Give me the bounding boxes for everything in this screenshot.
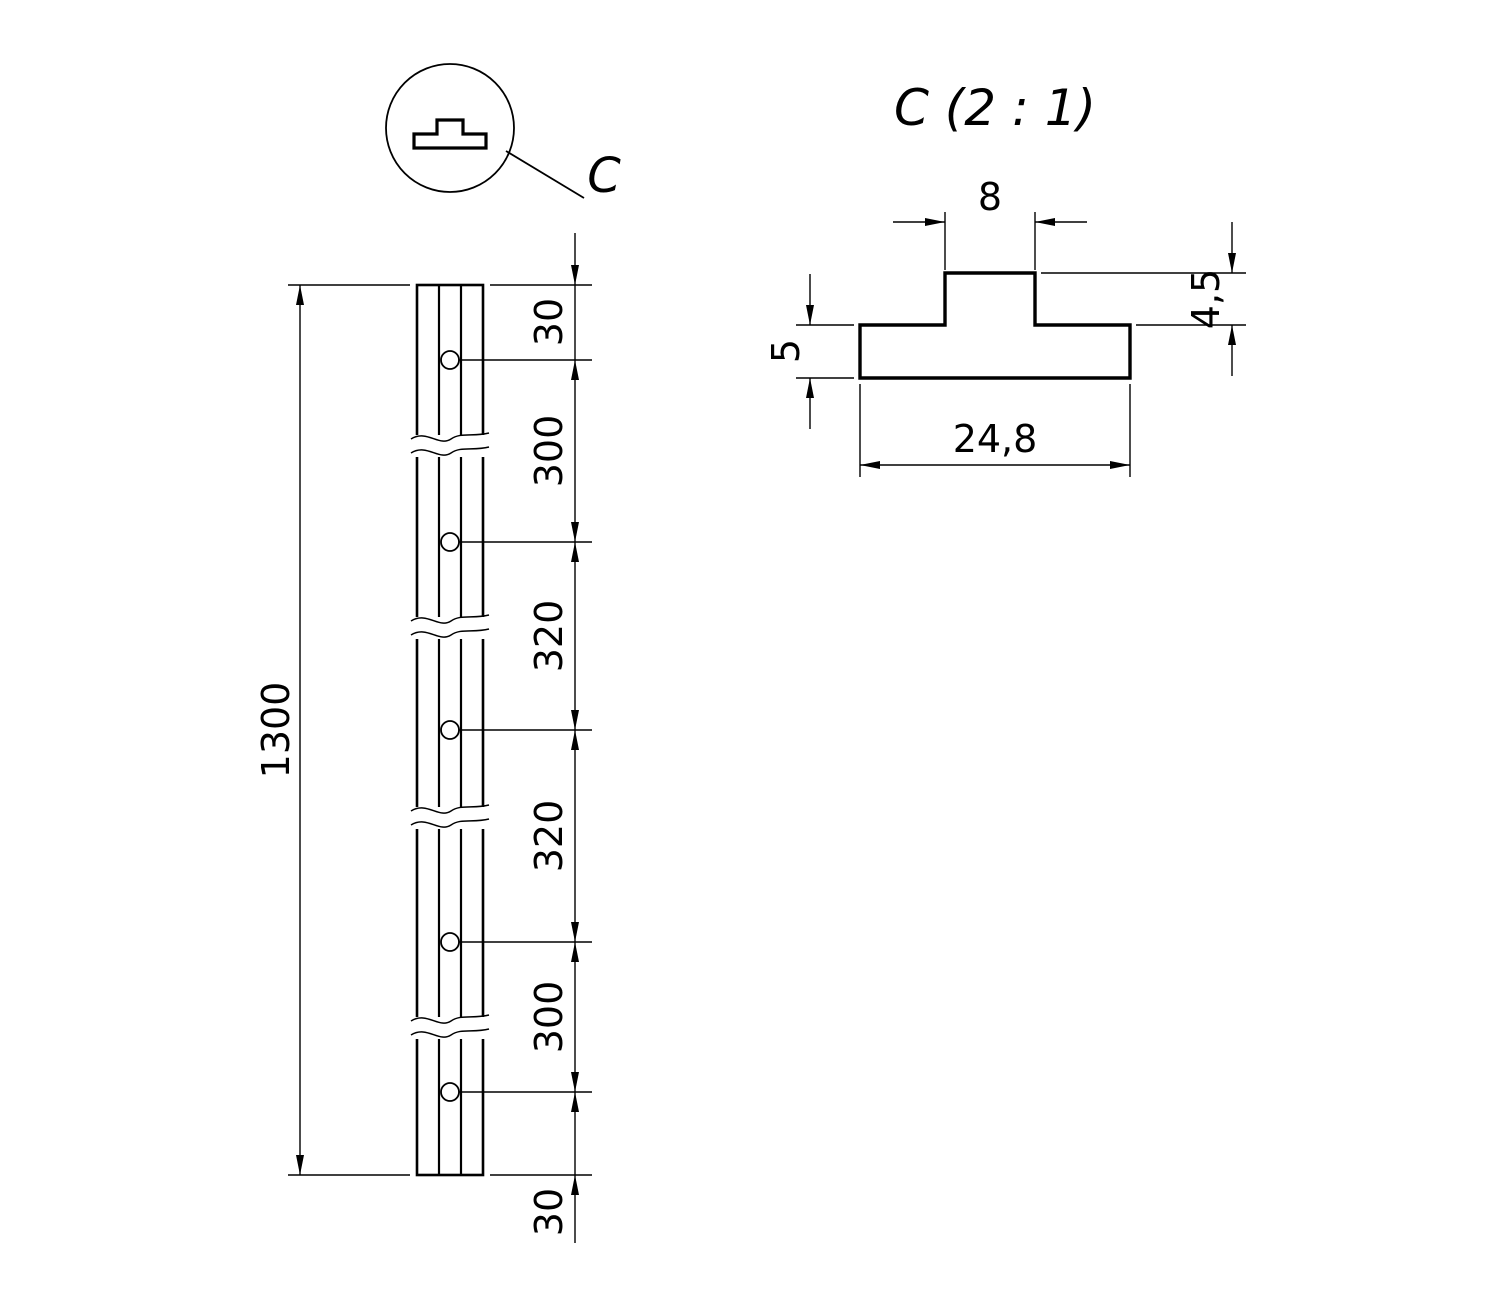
dim-arrow — [296, 285, 304, 305]
dimension-boss-width: 8 — [893, 175, 1087, 270]
dim-arrow — [806, 378, 814, 398]
dim-label-spacing-4: 300 — [527, 981, 571, 1054]
break-line — [410, 1028, 490, 1038]
dim-arrow — [1228, 325, 1236, 345]
dim-arrow — [571, 730, 579, 750]
break-line — [410, 628, 490, 638]
break-line — [410, 446, 490, 456]
dim-arrow — [1035, 218, 1055, 226]
dim-label-boss-width: 8 — [978, 175, 1002, 219]
dim-arrow — [571, 710, 579, 730]
break-line — [410, 804, 490, 814]
detail-view: C (2 : 1) 8 4,5 — [764, 79, 1246, 477]
dim-arrow — [571, 922, 579, 942]
dim-label-spacing-0: 30 — [527, 298, 571, 346]
section-profile — [858, 271, 1132, 380]
rail-holes — [440, 350, 460, 1102]
dim-arrow — [806, 305, 814, 325]
dimension-base-width: 24,8 — [859, 384, 1131, 477]
dimension-base-thickness: 5 — [764, 274, 854, 429]
break-line — [410, 818, 490, 828]
dim-label-boss-height: 4,5 — [1184, 269, 1228, 329]
detail-callout-profile — [412, 118, 488, 150]
dim-label-spacing-1: 300 — [527, 415, 571, 488]
break-line — [410, 1014, 490, 1024]
dim-label-overall-length: 1300 — [254, 682, 298, 779]
hole — [440, 1082, 460, 1102]
hole — [440, 932, 460, 952]
dim-arrow — [571, 942, 579, 962]
dim-arrow — [1110, 461, 1130, 469]
dim-arrow — [571, 1092, 579, 1112]
dim-arrow — [1228, 253, 1236, 273]
detail-callout-leader — [505, 150, 585, 199]
dim-arrow — [571, 1072, 579, 1092]
dimension-overall-length: 1300 — [254, 284, 410, 1176]
dim-arrow — [571, 1175, 579, 1195]
hole — [440, 532, 460, 552]
dim-arrow — [296, 1155, 304, 1175]
dim-arrow — [571, 542, 579, 562]
detail-callout-circle — [385, 63, 515, 193]
dim-arrow — [860, 461, 880, 469]
hole — [440, 720, 460, 740]
dim-arrow — [925, 218, 945, 226]
detail-callout: C — [385, 63, 621, 204]
detail-view-title: C (2 : 1) — [894, 79, 1096, 137]
dim-label-spacing-3: 320 — [527, 800, 571, 873]
dimension-chain-right: 30 300 320 320 300 30 — [450, 233, 592, 1243]
break-line — [410, 432, 490, 442]
dim-arrow — [571, 522, 579, 542]
dimension-boss-height: 4,5 — [1041, 222, 1246, 376]
dim-label-base-width: 24,8 — [953, 417, 1038, 461]
dim-arrow — [571, 265, 579, 285]
dim-arrow — [571, 360, 579, 380]
hole — [440, 350, 460, 370]
dim-label-base-thickness: 5 — [764, 339, 808, 363]
dim-label-spacing-2: 320 — [527, 600, 571, 673]
dim-label-spacing-5: 30 — [527, 1188, 571, 1236]
detail-callout-label: C — [587, 148, 621, 204]
break-line — [410, 614, 490, 624]
